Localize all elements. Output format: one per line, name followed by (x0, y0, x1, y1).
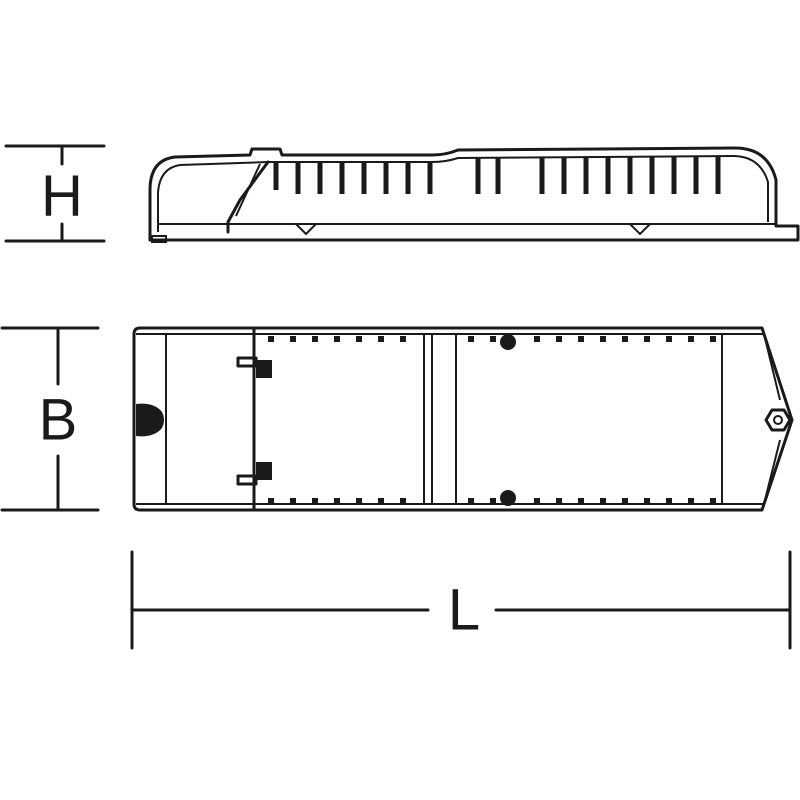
vent-tooth (290, 498, 296, 504)
screw-hole-top (500, 334, 516, 350)
right-connector-icon (764, 408, 792, 432)
vent-tooth (556, 336, 562, 342)
dimension-b: B (0, 326, 100, 512)
dimension-h: H (4, 144, 106, 243)
side-view-clip-inner (235, 163, 261, 217)
vent-tooth (268, 498, 274, 504)
side-view (148, 146, 800, 243)
vent-tooth (710, 336, 716, 342)
vent-tooth (334, 336, 340, 342)
side-view-notch-left (295, 223, 317, 236)
top-view-right-taper (763, 333, 781, 505)
vent-tooth (378, 336, 384, 342)
vent-tooth (468, 336, 474, 342)
dimension-l-label: L (448, 578, 480, 643)
vent-tooth (356, 336, 362, 342)
vent-tooth (468, 498, 474, 504)
mounting-clip-top (236, 356, 272, 378)
vent-tooth (490, 336, 496, 342)
side-view-clip (226, 160, 270, 234)
vent-tooth (534, 498, 540, 504)
top-edge-vents (268, 336, 716, 342)
side-view-notch-right (629, 223, 651, 236)
vent-tooth (290, 336, 296, 342)
vent-tooth (268, 336, 274, 342)
vent-tooth (644, 498, 650, 504)
vent-tooth (356, 498, 362, 504)
vent-tooth (378, 498, 384, 504)
vent-tooth (666, 336, 672, 342)
screw-hole-bottom (500, 490, 516, 506)
top-view-housing-outline (132, 326, 794, 512)
vent-tooth (644, 336, 650, 342)
dimension-l: L (130, 550, 792, 650)
vent-tooth (688, 336, 694, 342)
vent-tooth (334, 498, 340, 504)
vent-tooth (578, 336, 584, 342)
vent-tooth (578, 498, 584, 504)
left-connector-icon (136, 403, 164, 437)
vent-tooth (400, 498, 406, 504)
vent-tooth (534, 336, 540, 342)
vent-tooth (666, 498, 672, 504)
top-view (132, 326, 794, 512)
dimension-h-label: H (41, 164, 83, 229)
vent-tooth (400, 336, 406, 342)
side-view-inner-contour (157, 154, 769, 232)
vent-tooth (556, 498, 562, 504)
vent-tooth (490, 498, 496, 504)
side-view-housing-outline (148, 146, 800, 242)
dimension-b-label: B (39, 388, 78, 453)
side-view-vent-slots (273, 157, 721, 194)
vent-tooth (710, 498, 716, 504)
vent-tooth (688, 498, 694, 504)
vent-tooth (312, 336, 318, 342)
vent-tooth (600, 336, 606, 342)
vent-tooth (622, 498, 628, 504)
vent-tooth (312, 498, 318, 504)
bottom-edge-vents (268, 498, 716, 504)
vent-tooth (600, 498, 606, 504)
mounting-clip-bottom (236, 462, 272, 486)
vent-tooth (622, 336, 628, 342)
side-view-foot (151, 235, 167, 243)
